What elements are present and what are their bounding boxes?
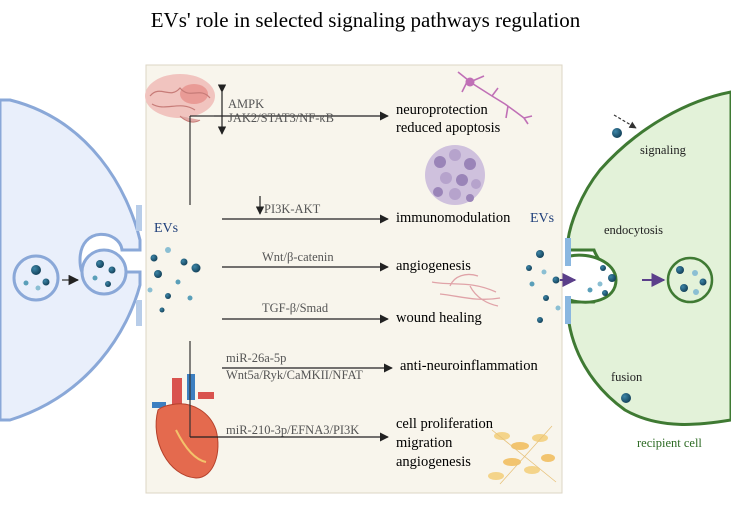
- outcome-2-line-1: immunomodulation: [396, 210, 511, 226]
- released-evs-left: [147, 247, 201, 313]
- pathway-2-line-1: PI3K-AKT: [264, 202, 321, 216]
- central-panel: [145, 64, 563, 494]
- pathway-5-line-1: miR-26a-5p: [226, 351, 287, 365]
- figure-title: EVs' role in selected signaling pathways…: [150, 8, 581, 32]
- evs-label-right: EVs: [530, 211, 555, 226]
- pathway-4-line-1: TGF-β/Smad: [262, 301, 329, 315]
- outcome-1-line-2: reduced apoptosis: [396, 120, 501, 136]
- outcome-6-line-3: angiogenesis: [396, 454, 471, 470]
- outcome-5-line-1: anti-neuroinflammation: [400, 358, 538, 374]
- pathway-trunk: [189, 115, 214, 437]
- outcome-4-line-1: wound healing: [396, 310, 482, 326]
- heart-icon: [152, 374, 219, 479]
- immune-cell-icon: [425, 145, 485, 205]
- neuron-icon: [457, 71, 533, 125]
- vessel-icon: [431, 273, 501, 307]
- released-evs-right: [526, 250, 577, 323]
- recipient-cell: [565, 90, 731, 426]
- pathway-5-line-2: Wnt5a/Ryk/CaMKII/NFAT: [226, 368, 363, 382]
- pathway-3-line-1: Wnt/β-catenin: [262, 250, 334, 264]
- cell-cluster-icon: [488, 425, 557, 485]
- pathway-1-line-1: AMPK: [228, 97, 265, 111]
- pathway-1-line-2: JAK2/STAT3/NF-κB: [228, 111, 335, 125]
- signaling-label: signaling: [640, 143, 686, 157]
- pathway-6-line-1: miR-210-3p/EFNA3/PI3K: [226, 423, 360, 437]
- outcome-6-line-2: migration: [396, 435, 453, 451]
- pathway-arrows: [190, 111, 393, 442]
- fusion-label: fusion: [611, 370, 643, 384]
- endocytosis-label: endocytosis: [604, 223, 664, 237]
- evs-label-left: EVs: [154, 221, 179, 236]
- outcome-3-line-1: angiogenesis: [396, 258, 471, 274]
- outcome-1-line-1: neuroprotection: [396, 102, 488, 118]
- outcome-6-line-1: cell proliferation: [396, 416, 494, 432]
- recipient-cell-label: recipient cell: [637, 436, 702, 450]
- donor-cell: [0, 98, 142, 422]
